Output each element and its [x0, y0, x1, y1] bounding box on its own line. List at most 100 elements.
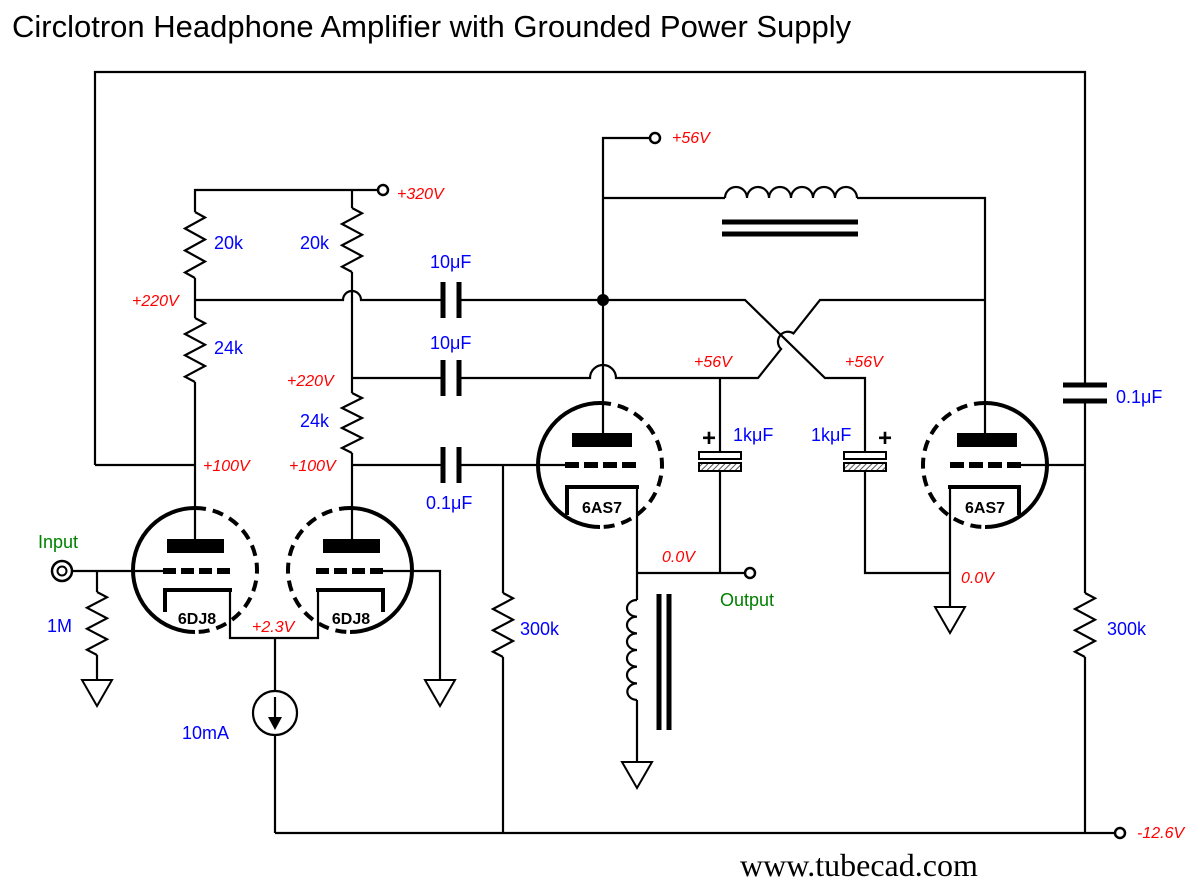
wire-top-cap-to-right-supply — [459, 298, 867, 452]
ground-icon — [80, 679, 114, 709]
wires — [72, 70, 1115, 835]
terminal-320v — [376, 183, 390, 197]
cap-negative-plate — [843, 462, 887, 472]
grid-dash — [969, 462, 983, 468]
tube-6as7-right: 6AS7 — [921, 401, 1049, 529]
tube-plate — [167, 539, 224, 553]
label-10uf-mid: 10μF — [430, 333, 471, 353]
voltage-labels: +320V +56V +220V +220V +100V +100V +56V … — [132, 130, 1185, 842]
junction-dot — [597, 294, 609, 306]
cap-positive-plate — [843, 451, 887, 460]
tube-envelope — [349, 506, 414, 634]
grid-dash — [565, 462, 579, 468]
diagram-title: Circlotron Headphone Amplifier with Grou… — [12, 9, 852, 44]
tube-envelope — [536, 401, 601, 529]
capacitors: + + — [440, 282, 1107, 483]
label-20k-right: 20k — [300, 233, 330, 253]
ground-icon — [423, 679, 457, 709]
label-input: Input — [38, 532, 78, 552]
label-56v-float-right: +56V — [845, 354, 884, 371]
grid-dash — [988, 462, 1002, 468]
grid-dash — [370, 568, 383, 574]
wire-right-1kuf — [863, 471, 952, 607]
grid-dash — [334, 568, 347, 574]
inductor-core-output — [656, 594, 672, 730]
wire-right-6dj8-grid — [383, 569, 442, 680]
tube-label: 6AS7 — [965, 500, 1005, 517]
tube-label: 6DJ8 — [332, 611, 370, 628]
tube-envelope-dashed — [921, 401, 986, 529]
ground-icon — [933, 606, 967, 636]
tube-6dj8-right: 6DJ8 — [286, 506, 414, 634]
tube-6as7-left: 6AS7 — [536, 401, 664, 529]
tube-cathode — [163, 588, 232, 612]
wire-right-plate-to-left-supply — [459, 298, 985, 380]
grid-dash — [352, 568, 365, 574]
label-300k-left: 300k — [520, 619, 560, 639]
tube-envelope-dashed — [286, 506, 351, 634]
wire-6dj8-cathodes — [228, 590, 320, 640]
tube-plate — [323, 539, 380, 553]
grid-dash — [622, 462, 636, 468]
label-10uf-top: 10μF — [430, 252, 471, 272]
terminals — [50, 131, 1127, 840]
inductors — [625, 185, 859, 730]
tube-envelope-dashed — [194, 506, 259, 634]
label-1kuf-right: 1kμF — [811, 425, 851, 445]
footer-url: www.tubecad.com — [740, 847, 978, 883]
inductor-coil-top — [723, 185, 859, 199]
label-10ma: 10mA — [182, 723, 229, 743]
terminal-negative — [1113, 826, 1127, 840]
label-56v-float-left: +56V — [694, 354, 733, 371]
label-20k-left: 20k — [214, 233, 244, 253]
grid-dash — [950, 462, 964, 468]
label-negative-supply: -12.6V — [1137, 825, 1185, 842]
grid-dash — [181, 568, 194, 574]
grid-dash — [316, 568, 329, 574]
tube-plate — [957, 433, 1017, 447]
wire-220v-top — [195, 289, 443, 302]
cap-positive-plate — [698, 451, 742, 460]
current-arrowhead — [268, 717, 282, 730]
inductor-coil-output — [625, 598, 638, 702]
resistors — [84, 207, 1098, 658]
capacitor-01uf-left — [440, 447, 462, 483]
grid-dash — [163, 568, 176, 574]
port-labels: Input Output — [38, 532, 774, 610]
capacitor-01uf-right — [1063, 382, 1107, 404]
input-jack-icon — [50, 559, 74, 583]
wire-feedback-loop — [93, 70, 1087, 465]
resistor-300k-left — [490, 592, 516, 658]
tube-grid — [565, 462, 636, 468]
grid-dash — [1007, 462, 1021, 468]
wire-56v-supply — [601, 136, 650, 434]
tube-envelope — [131, 506, 196, 634]
terminal-56v — [648, 131, 662, 145]
tube-plate — [572, 433, 632, 447]
tube-grid — [950, 462, 1021, 468]
label-cathode-right-voltage: 0.0V — [961, 570, 995, 587]
label-100v-left: +100V — [203, 458, 251, 475]
label-output-voltage: 0.0V — [662, 549, 696, 566]
capacitor-1kuf-left — [698, 451, 742, 472]
tube-6dj8-left: 6DJ8 — [131, 506, 259, 634]
capacitor-10uf-mid — [440, 360, 462, 396]
label-24k-left: 24k — [214, 338, 244, 358]
tube-grid — [163, 568, 230, 574]
grounds — [80, 606, 967, 791]
label-220v-left: +220V — [132, 293, 180, 310]
resistor-20k-left — [182, 211, 208, 279]
label-300k-right: 300k — [1107, 619, 1147, 639]
label-6dj8-cathode-voltage: +2.3V — [252, 619, 296, 636]
label-01uf-right: 0.1μF — [1116, 387, 1162, 407]
tube-cathode — [948, 485, 1021, 515]
resistor-24k-right — [339, 392, 365, 454]
ground-icon — [620, 761, 654, 791]
tube-envelope — [984, 401, 1049, 529]
label-320v: +320V — [397, 186, 445, 203]
current-source — [251, 689, 299, 737]
grid-dash — [217, 568, 230, 574]
tube-grid — [316, 568, 383, 574]
label-24k-right: 24k — [300, 411, 330, 431]
